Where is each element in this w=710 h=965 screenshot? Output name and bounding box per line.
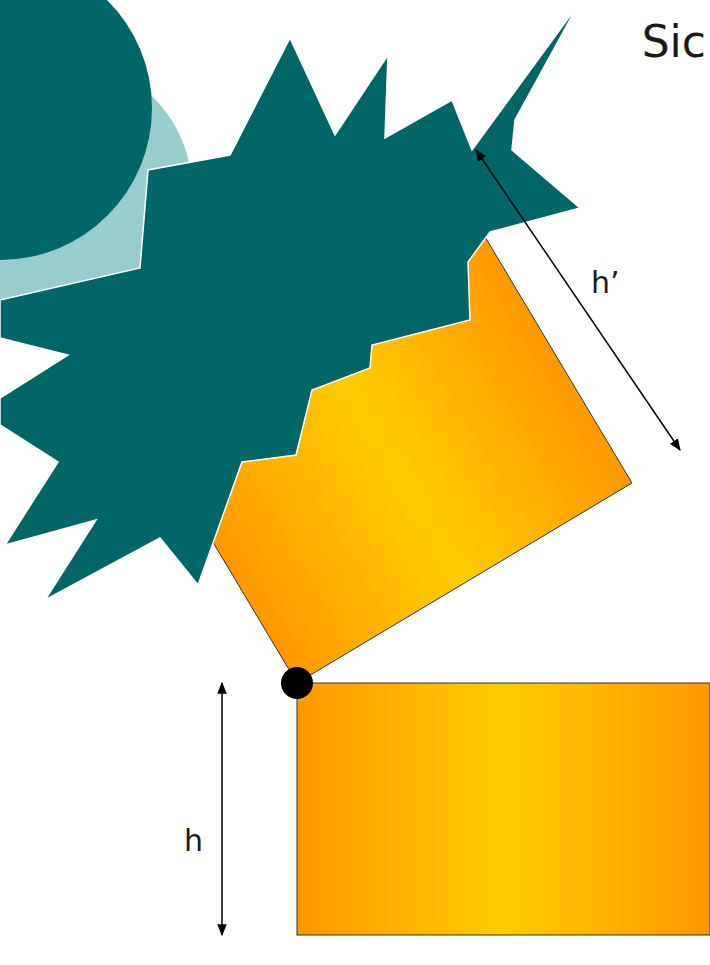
dimension-arrow xyxy=(476,150,680,450)
dimension-arrow xyxy=(221,683,223,935)
slide-title: Sic xyxy=(642,20,706,64)
dimension-label: h xyxy=(184,826,203,856)
pivot-dot xyxy=(281,667,313,699)
base-block xyxy=(297,683,710,935)
dark-circle xyxy=(0,0,152,260)
dimension-label: h’ xyxy=(591,268,620,298)
starburst xyxy=(0,5,580,600)
